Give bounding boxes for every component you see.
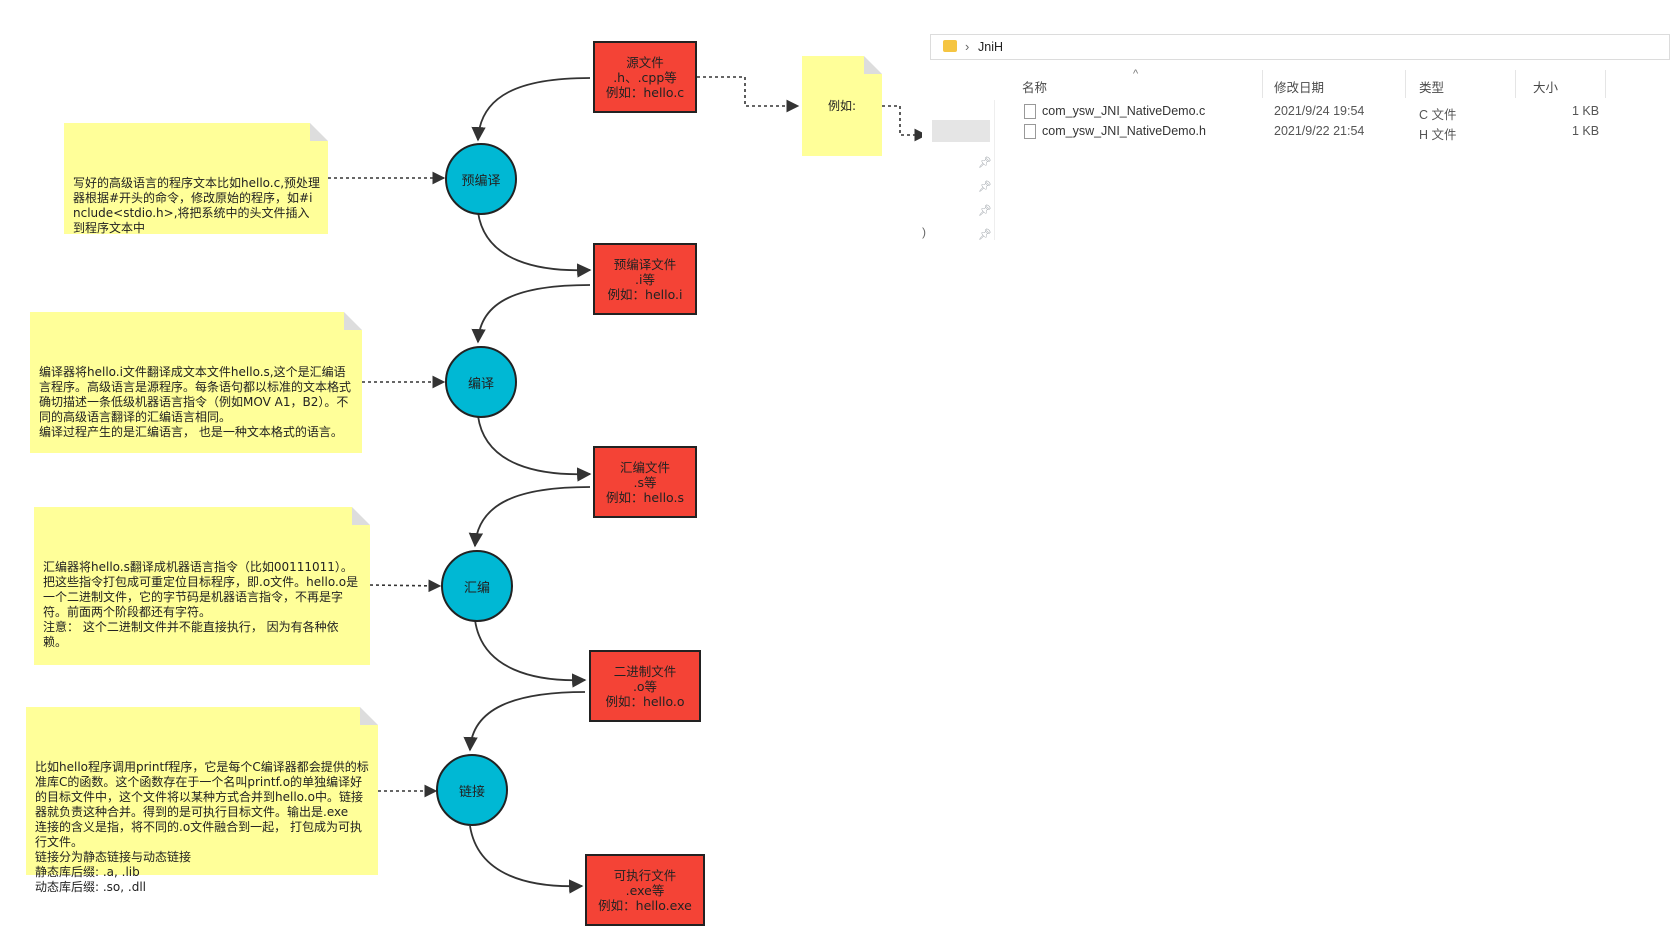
executable-file-box: 可执行文件 .exe等 例如：hello.exe	[585, 854, 705, 926]
file-explorer-inset: › JniH ^ 📌︎ 📌︎ 📌︎ 📌︎ ) 名称 修改日期 类型 大小 com…	[922, 30, 1678, 241]
column-separator[interactable]	[1405, 70, 1406, 98]
column-size-header[interactable]: 大小	[1533, 81, 1559, 95]
file-label: 二进制文件	[613, 663, 677, 679]
breadcrumb-folder[interactable]: JniH	[978, 40, 1004, 54]
file-row[interactable]: com_ysw_JNI_NativeDemo.c 2021/9/24 19:54…	[1002, 102, 1652, 122]
stage-link: 链接	[436, 754, 508, 826]
stage-compile: 编译	[445, 346, 517, 418]
example-link-in	[697, 76, 800, 113]
column-date-header[interactable]: 修改日期	[1274, 81, 1325, 95]
file-type: H 文件	[1419, 128, 1457, 142]
file-name: com_ysw_JNI_NativeDemo.c	[1042, 104, 1206, 118]
flow-compile-to-s	[477, 415, 592, 482]
column-separator[interactable]	[1605, 70, 1606, 98]
note-fold	[352, 507, 370, 525]
file-label: 可执行文件	[613, 867, 677, 883]
folder-icon	[943, 40, 957, 52]
preprocessed-file-box: 预编译文件 .i等 例如：hello.i	[593, 243, 697, 315]
pin-icon[interactable]: 📌︎	[978, 181, 992, 193]
file-extension: .h、.cpp等	[613, 69, 677, 85]
pin-icon[interactable]: 📌︎	[978, 157, 992, 169]
flow-s-to-assemble	[468, 486, 591, 548]
flow-source-to-preprocess	[471, 77, 591, 142]
note-text: 汇编器将hello.s翻译成机器语言指令（比如00111011）。把这些指令打包…	[43, 560, 359, 649]
file-date: 2021/9/22 21:54	[1274, 124, 1365, 138]
file-size: 1 KB	[1572, 104, 1600, 118]
stage-assemble: 汇编	[441, 550, 513, 622]
file-extension: .s等	[633, 474, 657, 490]
file-label: 源文件	[626, 54, 664, 70]
example-link-out	[882, 105, 928, 142]
flow-preprocess-to-i	[477, 211, 592, 278]
file-date: 2021/9/24 19:54	[1274, 104, 1365, 118]
example-note: 例如:	[802, 56, 882, 156]
file-example: 例如：hello.s	[606, 489, 684, 505]
file-extension: .o等	[632, 678, 658, 694]
file-icon	[1024, 104, 1036, 119]
file-type: C 文件	[1419, 108, 1457, 122]
note-fold	[310, 123, 328, 141]
pin-icon[interactable]: 📌︎	[978, 229, 992, 241]
sidebar-divider	[994, 100, 995, 240]
note-text: 编译器将hello.i文件翻译成文本文件hello.s,这个是汇编语言程序。高级…	[39, 365, 352, 439]
column-separator[interactable]	[1515, 70, 1516, 98]
breadcrumb-chevron-icon: ›	[965, 39, 970, 54]
file-example: 例如：hello.o	[605, 693, 685, 709]
note-link-assemble	[369, 579, 442, 593]
file-name: com_ysw_JNI_NativeDemo.h	[1042, 124, 1206, 138]
pin-icon[interactable]: 📌︎	[978, 205, 992, 217]
column-separator[interactable]	[1262, 70, 1263, 98]
file-size: 1 KB	[1572, 124, 1600, 138]
column-name-header[interactable]: 名称	[1022, 81, 1048, 95]
note-compile: 编译器将hello.i文件翻译成文本文件hello.s,这个是汇编语言程序。高级…	[30, 312, 362, 453]
note-fold	[864, 56, 882, 74]
file-label: 汇编文件	[619, 459, 670, 475]
note-assemble: 汇编器将hello.s翻译成机器语言指令（比如00111011）。把这些指令打包…	[34, 507, 370, 665]
file-extension: .i等	[635, 271, 655, 287]
column-type-header[interactable]: 类型	[1419, 81, 1445, 95]
flow-link-to-exe	[469, 825, 584, 894]
note-fold	[344, 312, 362, 330]
flow-o-to-link	[463, 691, 586, 752]
note-link: 比如hello程序调用printf程序，它是每个C编译器都会提供的标准库C的函数…	[26, 707, 378, 894]
assembly-file-box: 汇编文件 .s等 例如：hello.s	[593, 446, 697, 518]
example-note-text: 例如:	[827, 98, 857, 113]
sidebar-fragment: )	[922, 225, 926, 239]
flow-assemble-to-o	[474, 619, 587, 688]
sidebar-selected-item[interactable]	[932, 120, 990, 142]
file-example: 例如：hello.i	[607, 286, 683, 302]
file-example: 例如：hello.c	[605, 84, 685, 100]
source-file-box: 源文件 .h、.cpp等 例如：hello.c	[593, 41, 697, 113]
object-file-box: 二进制文件 .o等 例如：hello.o	[589, 650, 701, 722]
file-row[interactable]: com_ysw_JNI_NativeDemo.h 2021/9/22 21:54…	[1002, 122, 1652, 142]
file-icon	[1024, 124, 1036, 139]
flow-i-to-compile	[471, 284, 591, 344]
sidebar: 📌︎ 📌︎ 📌︎ 📌︎	[922, 108, 992, 258]
file-example: 例如：hello.exe	[598, 897, 692, 913]
sort-caret-icon[interactable]: ^	[1133, 68, 1139, 80]
note-text: 比如hello程序调用printf程序，它是每个C编译器都会提供的标准库C的函数…	[35, 760, 369, 894]
file-extension: .exe等	[625, 882, 665, 898]
note-preprocess: 写好的高级语言的程序文本比如hello.c,预处理器根据#开头的命令，修改原始的…	[64, 123, 328, 235]
stage-preprocess: 预编译	[445, 143, 517, 215]
note-fold	[360, 707, 378, 725]
address-bar[interactable]: › JniH	[930, 34, 1670, 60]
file-label: 预编译文件	[613, 256, 677, 272]
note-text: 写好的高级语言的程序文本比如hello.c,预处理器根据#开头的命令，修改原始的…	[73, 176, 321, 235]
